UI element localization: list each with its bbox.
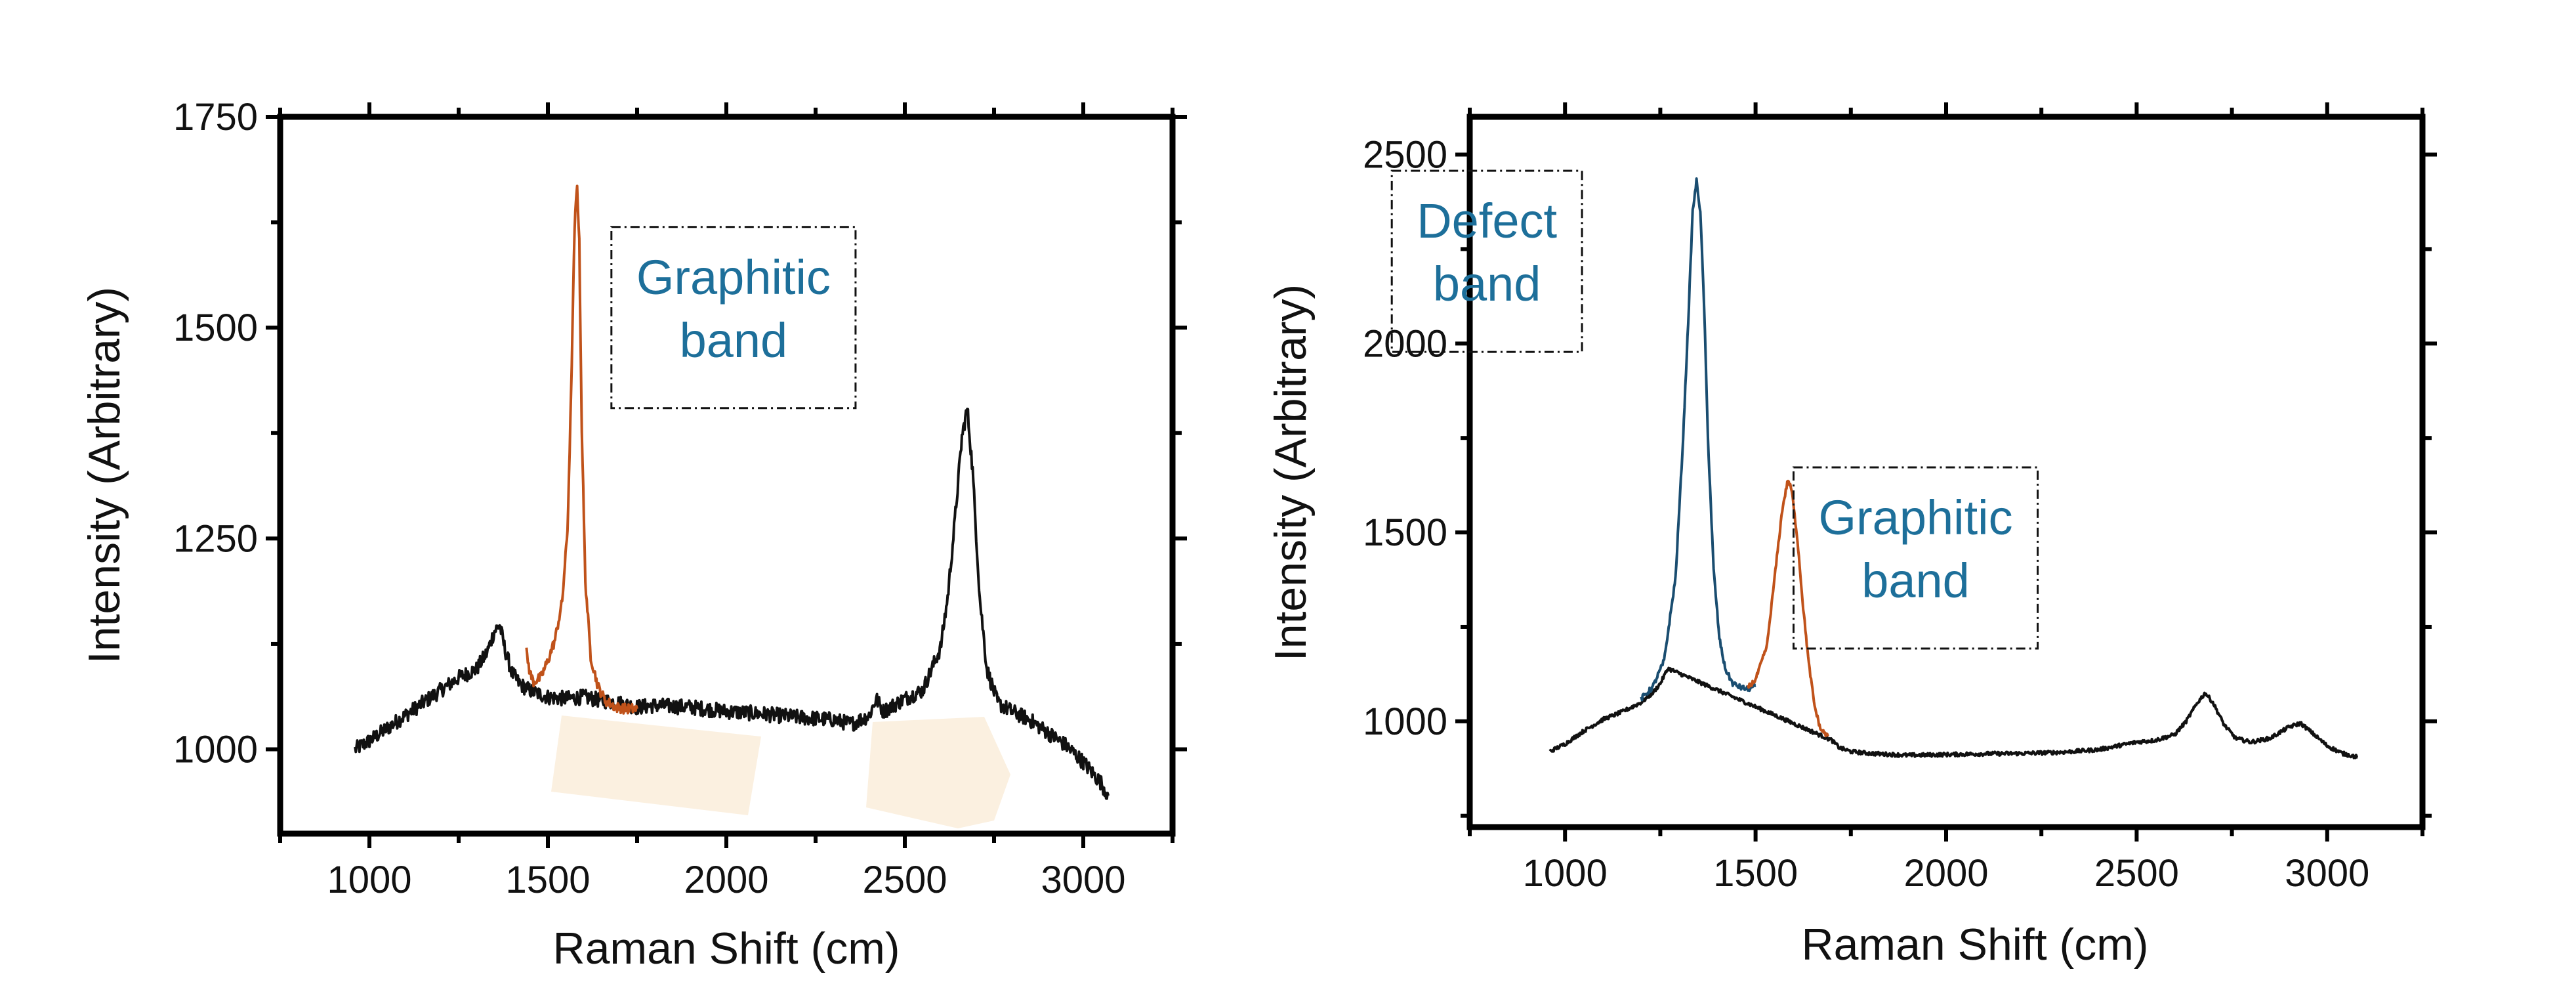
spectrum-series — [1640, 177, 1756, 702]
y-tick-label: 1500 — [1363, 511, 1447, 554]
y-tick-label: 1000 — [1363, 700, 1447, 743]
x-tick-label: 2000 — [684, 859, 768, 901]
right-raman-chart: 1000 1500 2000 2500 3000 1000 1500 2000 2500 Def… — [1266, 102, 2437, 970]
annotation-box: Graphitic band — [1792, 466, 2039, 650]
y-axis-title: Intensity (Arbitrary) — [1266, 284, 1316, 661]
annotation-text: band — [1861, 553, 1970, 608]
x-tick-label: 2500 — [862, 859, 947, 901]
spectrum-series — [1548, 666, 2359, 759]
annotation-text: Defect — [1417, 194, 1557, 248]
x-tick-label: 2500 — [2094, 852, 2179, 895]
y-tick-label: 1750 — [173, 96, 258, 139]
y-tick-label: 1000 — [173, 729, 258, 771]
y-axis-title: Intensity (Arbitrary) — [79, 287, 129, 664]
x-axis-title: Raman Shift (cm) — [553, 924, 900, 973]
x-tick-label: 1500 — [505, 859, 590, 901]
annotation-text: Graphitic — [1818, 490, 2012, 545]
x-tick-label: 3000 — [2285, 852, 2369, 895]
x-tick-label: 1500 — [1713, 852, 1798, 895]
spectrum-series — [354, 408, 1110, 800]
x-tick-label: 2000 — [1903, 852, 1988, 895]
occlusion-patch — [866, 717, 1010, 828]
annotation-border — [1792, 466, 2039, 650]
x-tick-label: 1000 — [1523, 852, 1608, 895]
spectrum-series — [1747, 479, 1829, 738]
y-tick-label: 2500 — [1363, 134, 1447, 177]
occlusion-patch — [551, 715, 761, 815]
x-tick-label: 3000 — [1041, 859, 1125, 901]
annotation-text: band — [680, 313, 788, 368]
series-layer — [354, 184, 1110, 800]
annotation-text: Graphitic — [636, 250, 831, 305]
y-tick-label: 2000 — [1363, 322, 1447, 365]
y-tick-label: 1250 — [173, 517, 258, 560]
x-tick-label: 1000 — [327, 859, 411, 901]
annotation-box: Graphitic band — [610, 226, 857, 410]
left-raman-chart: 1000 1500 2000 2500 3000 1000 1250 1500 1750 Gra… — [79, 96, 1187, 973]
annotation-border — [1390, 169, 1583, 353]
y-tick-label: 1500 — [173, 307, 258, 349]
x-axis-title: Raman Shift (cm) — [1802, 920, 2149, 970]
spectrum-series — [525, 184, 638, 715]
series-layer — [1548, 177, 2359, 759]
annotation-text: band — [1433, 257, 1541, 311]
annotation-box: Defect band — [1390, 169, 1583, 353]
annotation-border — [610, 226, 857, 410]
